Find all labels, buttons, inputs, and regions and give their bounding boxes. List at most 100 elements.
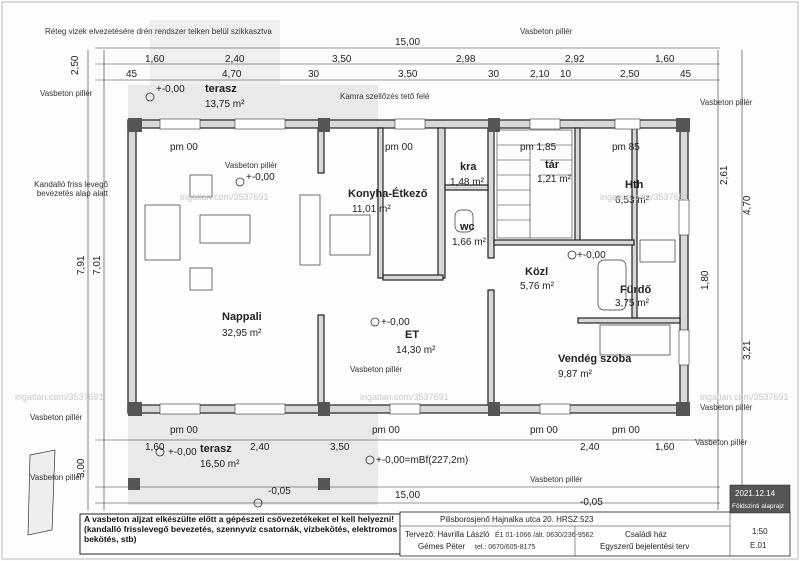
dim-right-4: 1,80 [700,270,711,290]
title-sheet-name: Földszinti alaprajz [732,503,784,510]
room-wc-name: wc [459,221,475,233]
title-address: Pilisborosjenő Hajnalka utca 20. HRSZ:52… [440,515,594,524]
drain-zone-fill [150,20,280,85]
dim-right-3: 3,21 [742,340,753,360]
room-nappali-name: Nappali [222,311,262,323]
room-kozl-name: Közl [525,266,548,278]
dim-top-3: 3,50 [332,54,352,65]
room-vendeg-area: 9,87 m² [558,369,593,380]
watermark-3: ingatlan.com/3537691 [15,392,104,402]
title-gemes-reg: tel.: 0670/605-8175 [475,544,535,551]
pm-00-5: pm 00 [530,425,558,436]
room-et-name: ET [405,329,419,341]
dim-top-4: 2,98 [456,54,476,65]
room-hth-area: 6,53 m² [615,195,650,206]
staircase [496,129,573,239]
dim-bottom-3: 3,50 [330,442,350,453]
room-terasz-top-area: 13,75 m² [205,99,245,110]
pm-00-3: pm 00 [170,425,198,436]
room-furdo-name: Fürdő [620,284,651,296]
dim-right-1: 2,61 [719,165,730,185]
dim-2nd-2: 4,70 [222,69,242,80]
warning-text: A vasbeton aljzat elkészülte előtt a gép… [84,515,398,544]
room-terasz-bottom-name: terasz [200,443,232,455]
title-code: E.01 [750,541,767,550]
dim-bottom-2: 2,40 [250,442,270,453]
dim-bottom-4: 2,40 [580,442,600,453]
title-block [399,484,791,557]
pm-00-6: pm 00 [612,425,640,436]
watermark-1: ingatlan.com/3537691 [180,192,269,202]
room-kra-name: kra [460,161,477,173]
note-pillar-right-mid: Vasbeton pillér [700,403,753,412]
note-drain: Réteg vizek elvezetésére drén rendszer t… [45,27,272,36]
title-tervezo-reg: É1 01-1066 /ált. 0630/236-9562 [495,530,594,539]
note-pillar-right-low: Vasbeton pillér [695,438,748,447]
wall-east [679,119,689,414]
room-vendeg-name: Vendég szoba [558,353,632,365]
dim-2nd-4: 3,50 [398,69,418,80]
note-pillar-bottom: Vasbeton pillér [530,475,583,484]
dim-top-5: 2,92 [565,54,585,65]
title-date: 2021.12.14 [735,489,776,498]
watermark-2: ingatlan.com/3537691 [600,192,689,202]
level-main: +-0,00=mBf(227,2m) [376,455,468,466]
dim-total-top: 15,00 [395,37,420,48]
room-et-area: 14,30 m² [396,345,436,356]
dim-left-4: 3,00 [76,458,87,478]
level-entry: +-0,00 [381,317,410,328]
room-tar-name: tár [545,159,560,171]
level-corridor: +-0,00 [577,250,606,261]
dim-top-1: 1,60 [145,54,165,65]
room-kozl-area: 5,76 m² [520,281,555,292]
dim-2nd-5: 30 [488,69,500,80]
note-pillar-left-bottom: Vasbeton pillér [30,473,83,482]
dim-left-1: 2,50 [70,55,81,75]
dim-right-2: 4,70 [742,195,753,215]
stone-slab-symbol [27,449,56,536]
dim-left-3: 7,01 [92,255,103,275]
pm-00-1: pm 00 [170,142,198,153]
title-project: Családi ház [625,530,667,539]
note-pillar-top: Vasbeton pillér [520,27,573,36]
dim-top-6: 1,60 [655,54,675,65]
level-top: +-0,00 [156,84,185,95]
level-living: +-0,00 [246,172,275,183]
room-konyha-area: 11,01 m² [352,204,391,215]
room-kra-area: 1,48 m² [450,177,485,188]
note-pillar-inner: Vasbeton pillér [225,161,278,170]
dim-2nd-1: 45 [126,69,138,80]
title-tervezo: Tervező: Havrilla László [405,530,490,539]
note-kamra: Kamra szellőzés tető felé [340,92,430,101]
note-kandallo: Kandalló friss levegő bevezetés alap ala… [34,180,108,199]
dim-total-bottom: 15,00 [395,490,420,501]
title-scale: 1:50 [752,527,768,536]
title-project-sub: Egyszerű bejelentési terv [600,542,689,551]
dim-left-2: 7,91 [76,255,87,275]
pm-185: pm 1,85 [520,142,557,153]
dim-bottom-1: 1,60 [145,442,165,453]
dim-2nd-8: 2,50 [620,69,640,80]
room-hth-name: Hth [625,179,644,191]
room-terasz-bottom-area: 16,50 m² [200,459,240,470]
room-konyha-name: Konyha-Étkező [348,187,428,200]
terrace-top-fill [128,85,378,120]
dim-2nd-3: 30 [308,69,320,80]
note-pillar-center: Vasbeton pillér [350,365,403,374]
dim-2nd-7: 10 [560,69,572,80]
room-furdo-area: 3,75 m² [615,298,650,309]
dim-top-2: 2,40 [225,54,245,65]
title-gemes: Gémes Péter [418,542,465,551]
level-minus-2: -0,05 [580,497,603,508]
dim-2nd-6: 2,10 [530,69,550,80]
level-minus-1: -0,05 [268,486,291,497]
room-nappali-area: 32,95 m² [222,328,262,339]
dim-bottom-5: 1,60 [655,442,675,453]
watermark-5: ingatlan.com/3537691 [700,392,789,402]
pm-00-2: pm 00 [385,142,413,153]
terrace-bottom-fill [128,410,378,505]
note-pillar-left-mid: Vasbeton pillér [30,413,83,422]
